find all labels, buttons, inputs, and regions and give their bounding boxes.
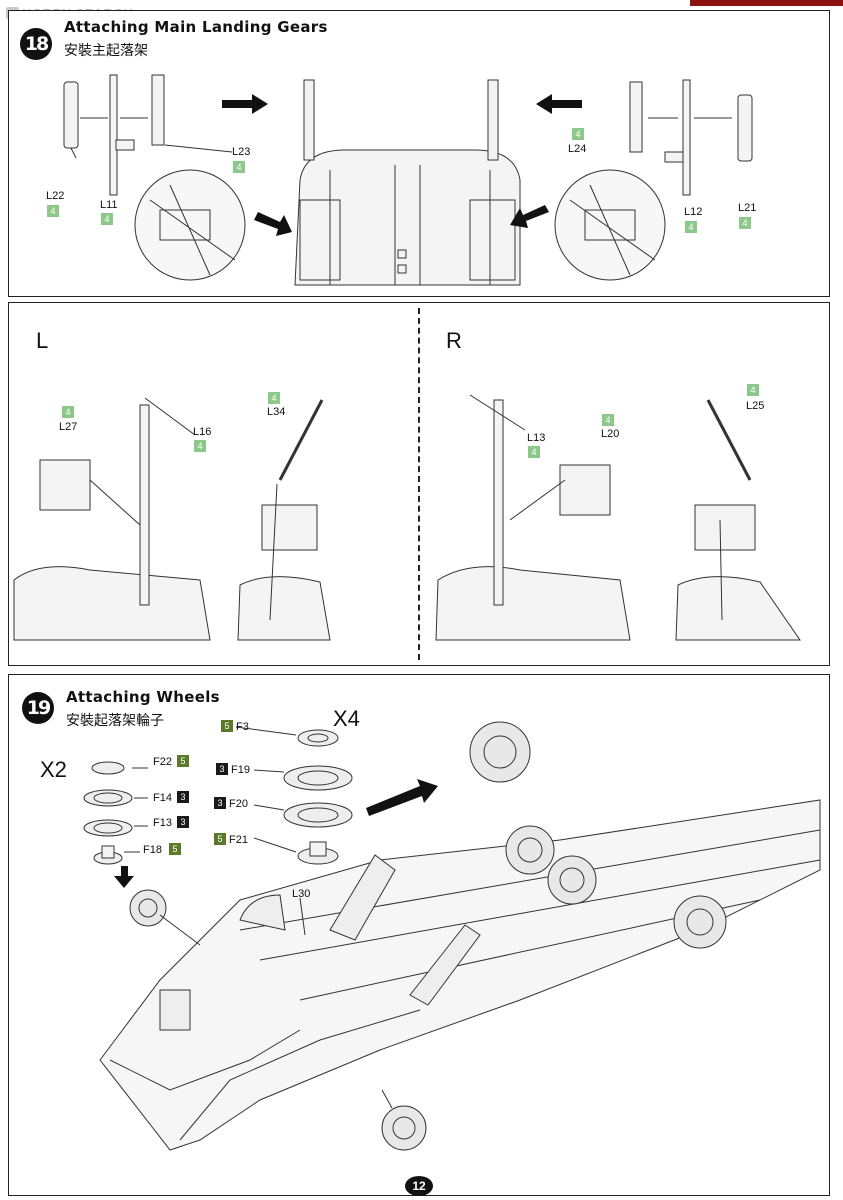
quantity-main-wheels: X4 [333, 706, 360, 731]
part-label-l12: L12 [684, 206, 703, 218]
part-label-f14: F14 [153, 792, 172, 804]
part-label-l22: L22 [46, 190, 65, 202]
part-label-f3: F3 [236, 721, 249, 733]
sprue-badge: 4 [47, 205, 59, 217]
part-label-l25: L25 [746, 400, 765, 412]
part-label-l20: L20 [601, 428, 620, 440]
sprue-badge: 3 [177, 816, 189, 828]
sprue-badge: 3 [214, 797, 226, 809]
step-18-title: Attaching Main Landing Gears [64, 18, 328, 36]
left-right-divider [418, 308, 420, 660]
part-label-f18: F18 [143, 844, 162, 856]
right-side-label: R [446, 328, 462, 353]
part-label-f21: F21 [229, 834, 248, 846]
step-19-number: 19 [22, 692, 54, 724]
sprue-badge: 4 [233, 161, 245, 173]
sprue-badge: 4 [602, 414, 614, 426]
sprue-badge: 4 [747, 384, 759, 396]
corner-decoration [690, 0, 843, 6]
step-19-title: Attaching Wheels [66, 688, 220, 706]
sprue-badge: 3 [177, 791, 189, 803]
sprue-badge: 4 [572, 128, 584, 140]
part-label-f13: F13 [153, 817, 172, 829]
sprue-badge: 4 [739, 217, 751, 229]
sprue-badge: 4 [194, 440, 206, 452]
sprue-badge: 5 [221, 720, 233, 732]
quantity-front-wheels: X2 [40, 757, 67, 782]
part-label-l27: L27 [59, 421, 78, 433]
part-label-l13: L13 [527, 432, 546, 444]
sprue-badge: 4 [528, 446, 540, 458]
sprue-badge: 4 [101, 213, 113, 225]
part-label-l16: L16 [193, 426, 212, 438]
part-label-f22: F22 [153, 756, 172, 768]
part-label-l21: L21 [738, 202, 757, 214]
left-side-label: L [36, 328, 49, 353]
step-19-subtitle: 安裝起落架輪子 [66, 713, 164, 729]
part-label-l23: L23 [232, 146, 251, 158]
sprue-badge: 5 [214, 833, 226, 845]
sprue-badge: 4 [62, 406, 74, 418]
sprue-badge: 5 [177, 755, 189, 767]
sprue-badge: 4 [268, 392, 280, 404]
part-label-f19: F19 [231, 764, 250, 776]
part-label-l24: L24 [568, 143, 587, 155]
sprue-badge: 3 [216, 763, 228, 775]
sprue-badge: 4 [685, 221, 697, 233]
part-label-f20: F20 [229, 798, 248, 810]
step-18-subtitle: 安裝主起落架 [64, 43, 148, 59]
part-label-l34: L34 [267, 406, 286, 418]
sprue-badge: 5 [169, 843, 181, 855]
part-label-l30: L30 [292, 888, 311, 900]
step-18-number: 18 [20, 28, 52, 60]
part-label-l11: L11 [100, 199, 118, 211]
page-number: 12 [405, 1176, 433, 1196]
